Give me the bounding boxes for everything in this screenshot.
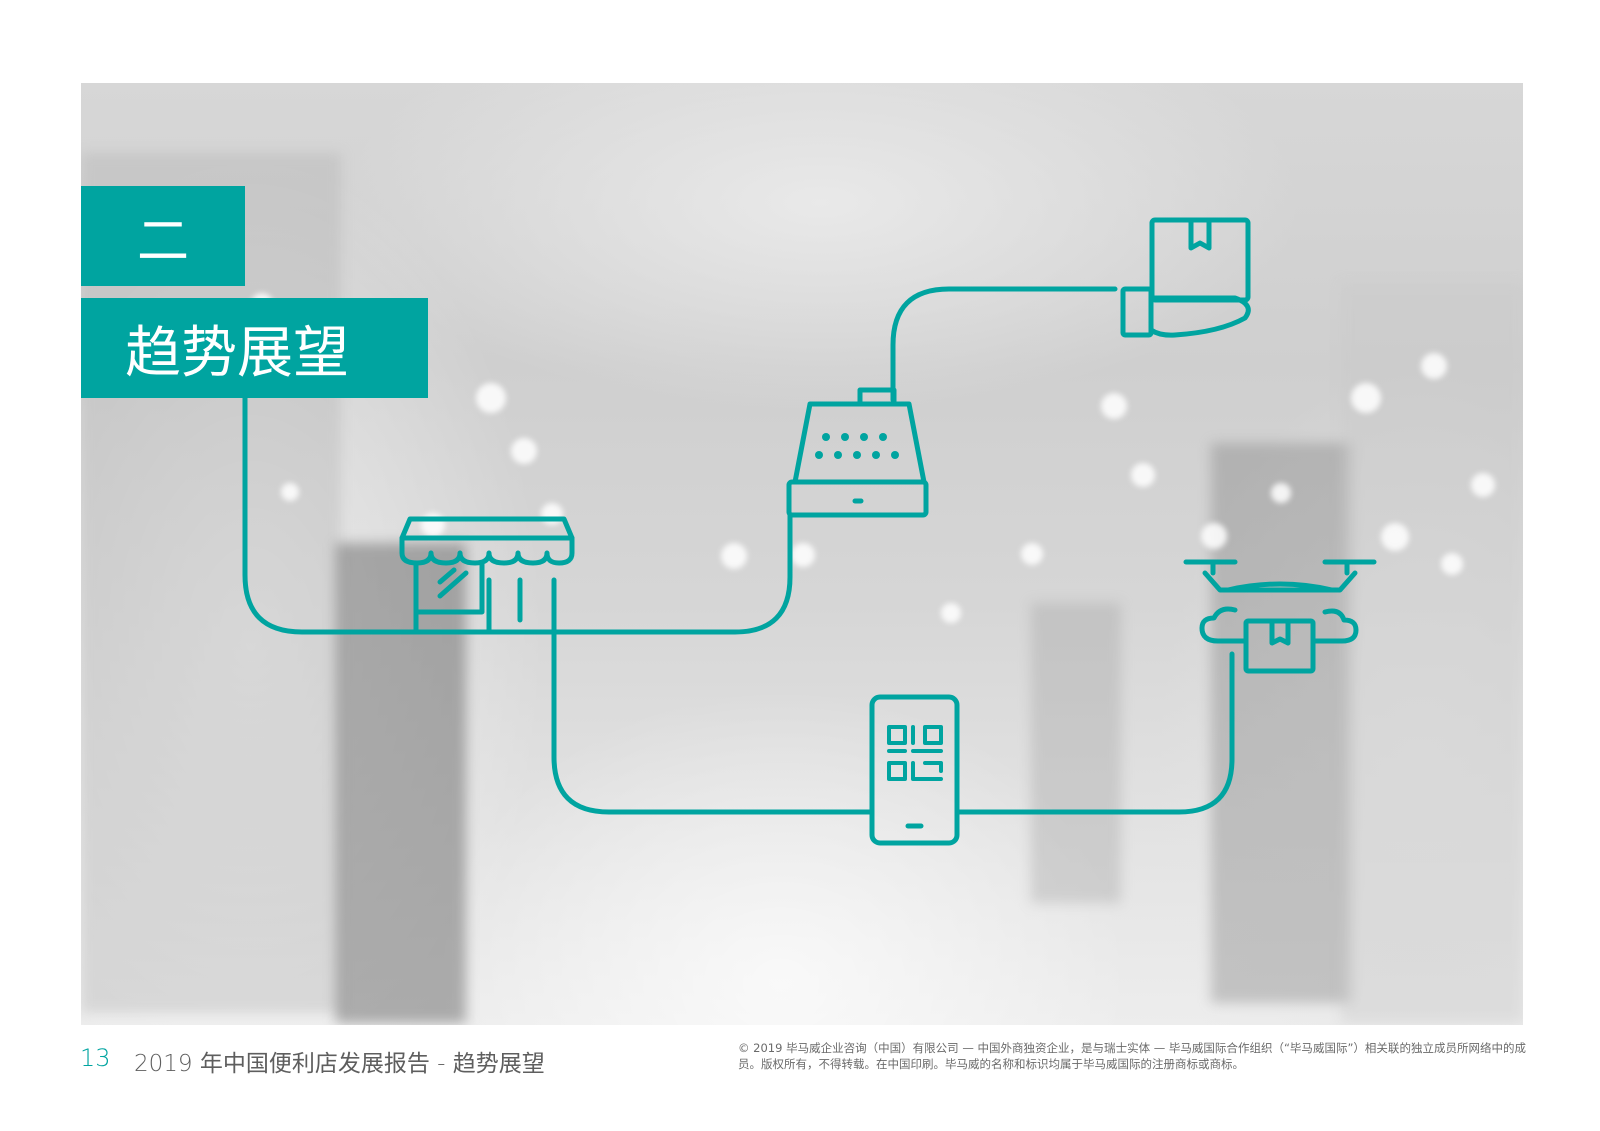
page-number: 13: [80, 1044, 111, 1072]
section-title: 趋势展望: [81, 298, 428, 398]
copyright-notice: © 2019 毕马威企业咨询（中国）有限公司 — 中国外商独资企业，是与瑞士实体…: [738, 1041, 1526, 1071]
flow-line-phone-to-drone: [954, 651, 1235, 815]
delivery-box-hand-icon: [1120, 217, 1251, 338]
section-number: 二: [81, 186, 245, 286]
flow-line-register-to-hand: [890, 286, 1118, 403]
convenience-store-icon: [399, 516, 575, 635]
report-title: 2019 年中国便利店发展报告 - 趋势展望: [134, 1051, 545, 1077]
mobile-qr-payment-icon: [869, 694, 960, 846]
delivery-drone-icon: [1183, 559, 1377, 674]
background-photo: [81, 83, 1523, 1025]
flow-line-title-to-register: [242, 395, 793, 635]
cash-register-icon: [786, 387, 929, 518]
flow-line-store-to-phone: [551, 577, 875, 815]
